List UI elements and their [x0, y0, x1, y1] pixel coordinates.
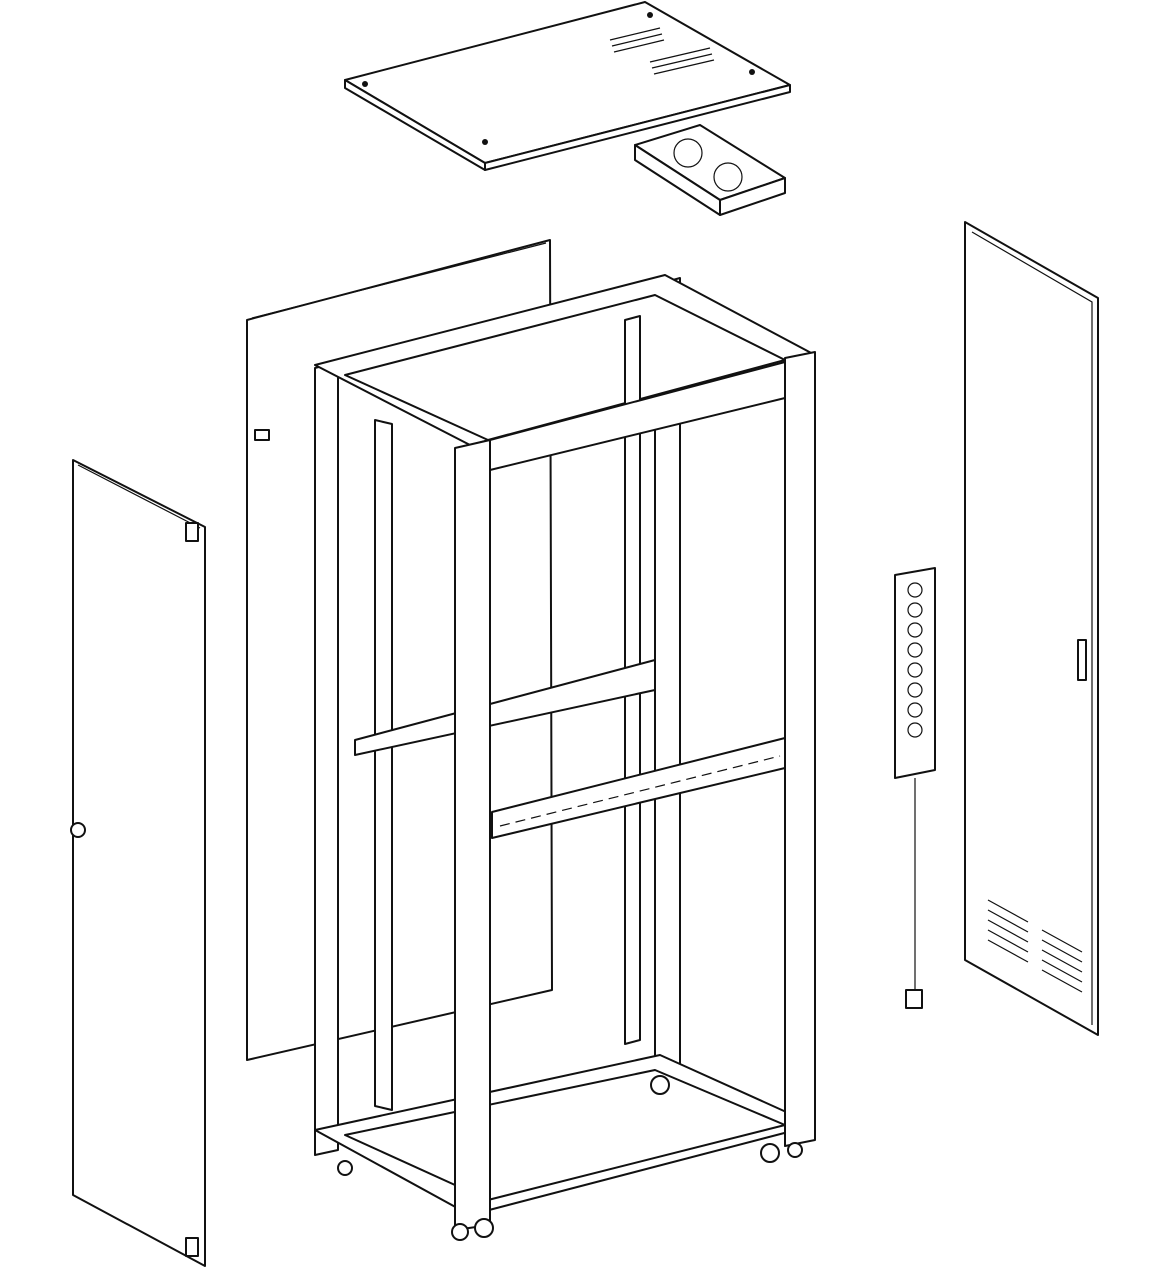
- vent-slots: [609, 27, 715, 75]
- frame: [314, 274, 816, 1241]
- vent-slots: [987, 899, 1083, 993]
- casters: [337, 1075, 803, 1241]
- fan-tray: [634, 124, 786, 216]
- front-door: [70, 459, 206, 1267]
- power-distribution-unit: [894, 567, 936, 1009]
- plug-icon: [905, 989, 923, 1009]
- lock-icon: [70, 822, 86, 838]
- top-cover: [344, 1, 791, 171]
- rear-door: [964, 221, 1099, 1036]
